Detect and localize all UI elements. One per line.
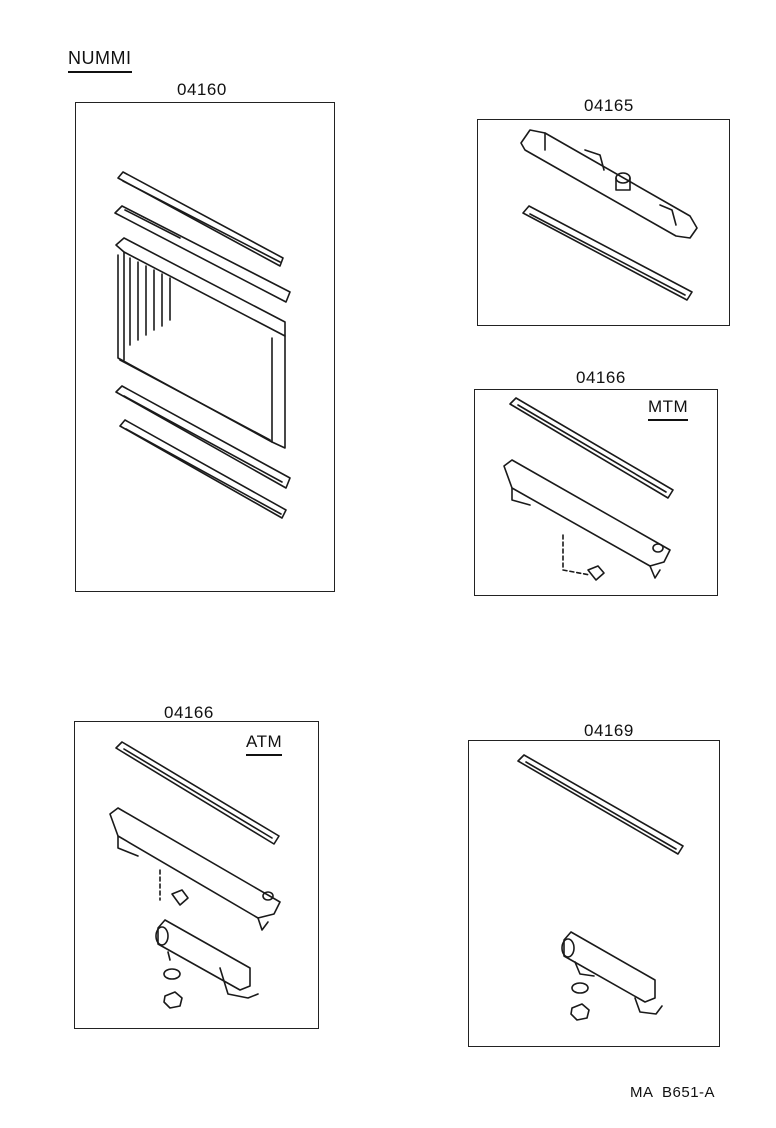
washer-04169 xyxy=(571,982,589,994)
part-number-04166-mtm: 04166 xyxy=(576,368,626,387)
lower-gasket-mtm xyxy=(509,397,674,499)
lower-gasket xyxy=(119,419,287,519)
upper-tank xyxy=(520,129,698,239)
washer-atm xyxy=(163,968,181,980)
nut-atm xyxy=(163,991,183,1009)
variant-label-atm: ATM xyxy=(246,732,283,756)
upper-tank-gasket xyxy=(522,205,693,301)
lower-gasket-atm xyxy=(115,741,280,845)
oil-cooler-04169 xyxy=(563,931,656,1003)
variant-label-mtm: MTM xyxy=(648,397,689,421)
diagram-code: MA B651-A xyxy=(630,1084,716,1101)
panel-04160 xyxy=(75,102,335,592)
panel-04166-mtm xyxy=(474,389,718,596)
drain-cock-atm xyxy=(171,889,189,906)
panel-04166-atm xyxy=(74,721,319,1029)
upper-tank-plate xyxy=(114,205,291,303)
panel-04165 xyxy=(477,119,730,326)
lower-tank-plate xyxy=(115,385,291,489)
upper-gasket xyxy=(117,171,284,267)
panel-04169 xyxy=(468,740,720,1047)
radiator-core xyxy=(115,237,286,337)
part-number-04160: 04160 xyxy=(177,80,227,99)
part-number-04169: 04169 xyxy=(584,721,634,740)
gasket-04169 xyxy=(517,754,684,855)
drain-cock-mtm xyxy=(587,565,605,581)
plant-label: NUMMI xyxy=(68,48,132,73)
nut-04169 xyxy=(570,1003,590,1021)
oil-cooler-atm xyxy=(157,919,251,991)
part-number-04165: 04165 xyxy=(584,96,634,115)
part-number-04166-atm: 04166 xyxy=(164,703,214,722)
